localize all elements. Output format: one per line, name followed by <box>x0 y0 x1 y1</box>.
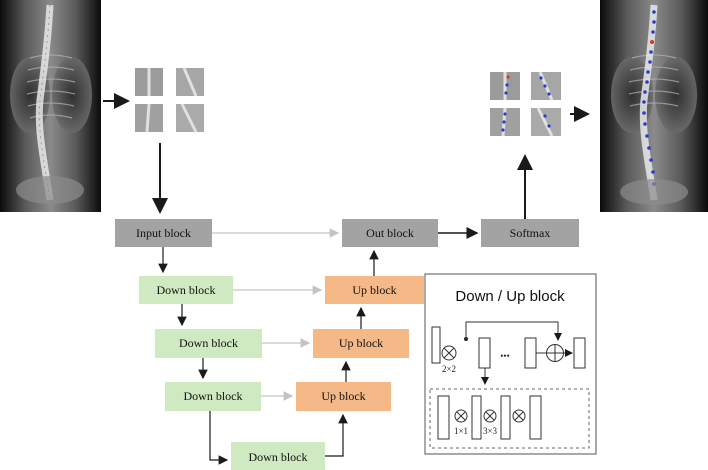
svg-text:2×2: 2×2 <box>442 364 456 374</box>
svg-text:Down block: Down block <box>184 389 243 403</box>
down-block-4: Down block <box>231 442 325 470</box>
legend-ellipsis: ••• <box>500 351 509 361</box>
legend-title: Down / Up block <box>455 288 565 305</box>
down-block-3: Down block <box>165 382 261 411</box>
up-block-2: Up block <box>313 329 409 358</box>
svg-text:Up block: Up block <box>321 389 365 403</box>
svg-text:Up block: Up block <box>339 336 383 350</box>
svg-text:Down block: Down block <box>179 336 238 350</box>
svg-text:Up block: Up block <box>352 283 396 297</box>
svg-text:Softmax: Softmax <box>510 226 551 240</box>
input-xray-image <box>0 0 101 212</box>
output-patches <box>490 71 561 137</box>
down-block-2: Down block <box>155 329 262 358</box>
svg-text:3×3: 3×3 <box>483 426 498 436</box>
out-block: Out block <box>342 219 438 247</box>
up-block-3: Up block <box>296 382 391 411</box>
input-patches <box>135 67 204 133</box>
svg-text:Down block: Down block <box>249 450 308 464</box>
input-block: Input block <box>115 219 212 247</box>
svg-text:Input block: Input block <box>136 226 191 240</box>
arrow-down4-to-up3 <box>325 413 348 457</box>
arrow-down3-to-down4 <box>209 411 229 465</box>
down-up-block-legend: Down / Up block 2×2 ••• 1×1 3×3 <box>424 273 597 455</box>
softmax-block: Softmax <box>481 219 579 247</box>
output-xray-image <box>600 0 708 212</box>
svg-text:Down block: Down block <box>157 283 216 297</box>
up-block-1: Up block <box>325 276 424 304</box>
svg-text:Out block: Out block <box>366 226 414 240</box>
down-block-1: Down block <box>139 276 233 304</box>
svg-text:1×1: 1×1 <box>454 426 468 436</box>
